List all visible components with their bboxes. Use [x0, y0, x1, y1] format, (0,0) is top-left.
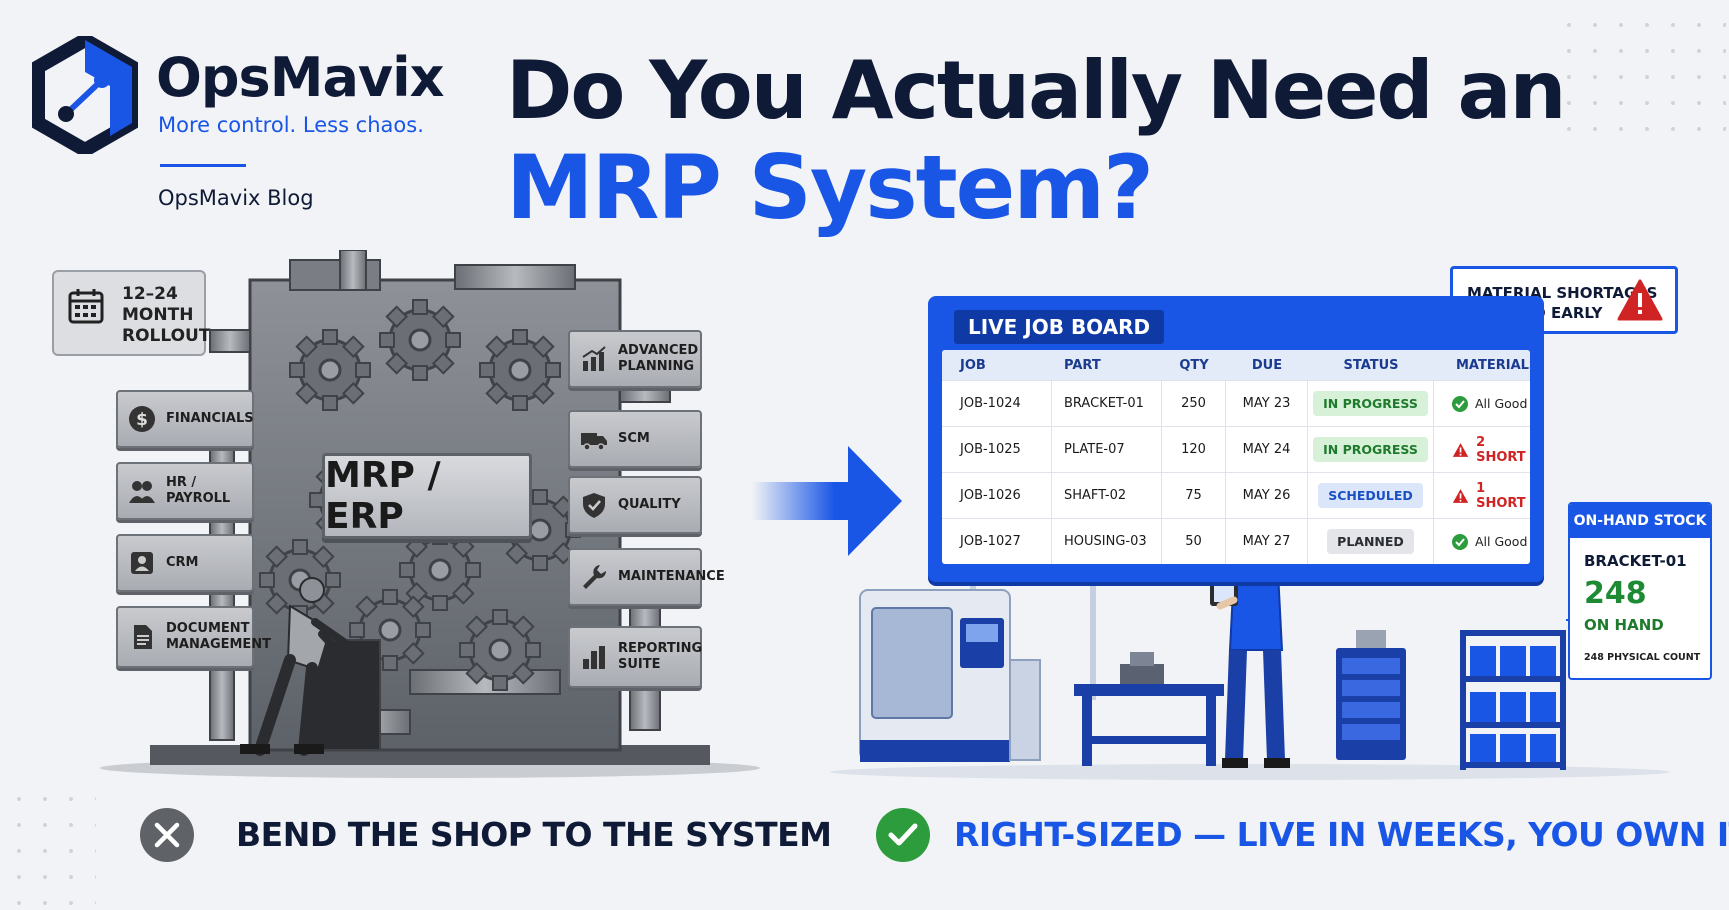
materials-status: All Good: [1475, 396, 1528, 411]
calendar-icon: [68, 289, 104, 324]
status-badge: SCHEDULED: [1318, 483, 1423, 508]
stock-title: ON-HAND STOCK: [1570, 504, 1710, 538]
shop-floor-illustration: [830, 560, 1670, 780]
col-job: JOB: [960, 357, 986, 373]
warning-icon: [1452, 488, 1469, 503]
job-status-cell: IN PROGRESS: [1308, 380, 1434, 427]
transition-arrow-icon: [752, 446, 902, 556]
module-quality: QUALITY: [568, 476, 702, 534]
caption-good: RIGHT-SIZED — LIVE IN WEEKS, YOU OWN IT: [954, 815, 1729, 854]
headline-line-2: MRP System?: [506, 136, 1154, 239]
job-materials-cell: All Good: [1434, 395, 1530, 412]
job-qty: 120: [1162, 426, 1226, 473]
dot-pattern-top-right: [1556, 12, 1726, 132]
rollout-badge: 12–24 MONTH ROLLOUT: [52, 270, 210, 356]
stock-footnote: 248 PHYSICAL COUNT: [1584, 652, 1701, 663]
check-circle-icon: [1452, 395, 1468, 412]
svg-text:$: $: [136, 410, 148, 430]
job-qty: 250: [1162, 380, 1226, 427]
job-status-cell: IN PROGRESS: [1308, 426, 1434, 473]
shield-check-icon: [580, 491, 608, 519]
job-part: SHAFT-02: [1052, 472, 1162, 519]
module-crm: CRM: [116, 534, 254, 592]
job-due: MAY 24: [1226, 426, 1308, 473]
module-advanced-planning: ADVANCED PLANNING: [568, 330, 702, 388]
job-part: PLATE-07: [1052, 426, 1162, 473]
blog-label: OpsMavix Blog: [158, 186, 314, 210]
col-status: STATUS: [1343, 357, 1399, 373]
contact-icon: [128, 549, 156, 577]
people-icon: [128, 477, 156, 505]
mrp-erp-label: MRP / ERP: [322, 453, 532, 539]
module-scm: SCM: [568, 410, 702, 468]
brand-tagline: More control. Less chaos.: [158, 113, 424, 137]
headline-line-1: Do You Actually Need an: [506, 44, 1566, 137]
module-financials: $ FINANCIALS: [116, 390, 254, 448]
job-board-title: LIVE JOB BOARD: [954, 310, 1165, 344]
dollar-icon: $: [128, 405, 156, 433]
chart-up-icon: [580, 345, 608, 373]
job-id: JOB-1026: [942, 472, 1052, 519]
brand-name: OpsMavix: [156, 46, 444, 109]
warning-icon: [1617, 279, 1663, 321]
live-job-board: LIVE JOB BOARD JOB PART QTY DUE STATUS M…: [928, 296, 1544, 582]
materials-status: 1 SHORT: [1476, 480, 1526, 511]
on-hand-stock-card: ON-HAND STOCK BRACKET-01 248 ON HAND 248…: [1568, 502, 1712, 680]
status-badge: PLANNED: [1327, 529, 1414, 554]
col-part: PART: [1064, 357, 1101, 373]
job-status-cell: PLANNED: [1308, 518, 1434, 564]
col-due: DUE: [1251, 357, 1283, 373]
check-circle-icon: [876, 808, 930, 862]
stock-qty: 248: [1584, 576, 1647, 611]
module-maintenance: MAINTENANCE: [568, 548, 725, 606]
job-materials-cell: All Good: [1434, 533, 1530, 550]
job-id: JOB-1027: [942, 518, 1052, 564]
brand-divider: [160, 164, 246, 167]
job-due: MAY 26: [1226, 472, 1308, 519]
check-circle-icon: [1452, 533, 1468, 550]
job-id: JOB-1025: [942, 426, 1052, 473]
wrench-icon: [580, 563, 608, 591]
job-materials-cell: 1 SHORT: [1434, 481, 1530, 511]
warning-icon: [1452, 442, 1469, 457]
module-document-management: DOCUMENT MANAGEMENT: [116, 606, 271, 668]
truck-icon: [580, 425, 608, 453]
x-circle-icon: [140, 808, 194, 862]
job-materials-cell: 2 SHORT: [1434, 435, 1530, 465]
rollout-text: 12–24 MONTH ROLLOUT: [122, 284, 211, 346]
job-status-cell: SCHEDULED: [1308, 472, 1434, 519]
bar-chart-icon: [580, 643, 608, 671]
status-badge: IN PROGRESS: [1313, 391, 1428, 416]
job-qty: 50: [1162, 518, 1226, 564]
job-id: JOB-1024: [942, 380, 1052, 427]
document-icon: [128, 623, 156, 651]
module-reporting-suite: REPORTING SUITE: [568, 626, 702, 688]
col-qty: QTY: [1179, 357, 1209, 373]
stock-qty-label: ON HAND: [1584, 616, 1664, 634]
job-due: MAY 23: [1226, 380, 1308, 427]
job-part: HOUSING-03: [1052, 518, 1162, 564]
hexagon-node-logo: [32, 36, 138, 154]
job-due: MAY 27: [1226, 518, 1308, 564]
job-part: BRACKET-01: [1052, 380, 1162, 427]
job-qty: 75: [1162, 472, 1226, 519]
dot-pattern-bottom-left: [6, 786, 96, 906]
materials-status: 2 SHORT: [1476, 434, 1526, 465]
module-hr-payroll: HR / PAYROLL: [116, 462, 254, 520]
status-badge: IN PROGRESS: [1313, 437, 1428, 462]
caption-bad: BEND THE SHOP TO THE SYSTEM: [236, 815, 832, 854]
materials-status: All Good: [1475, 534, 1528, 549]
stock-part: BRACKET-01: [1584, 552, 1687, 570]
